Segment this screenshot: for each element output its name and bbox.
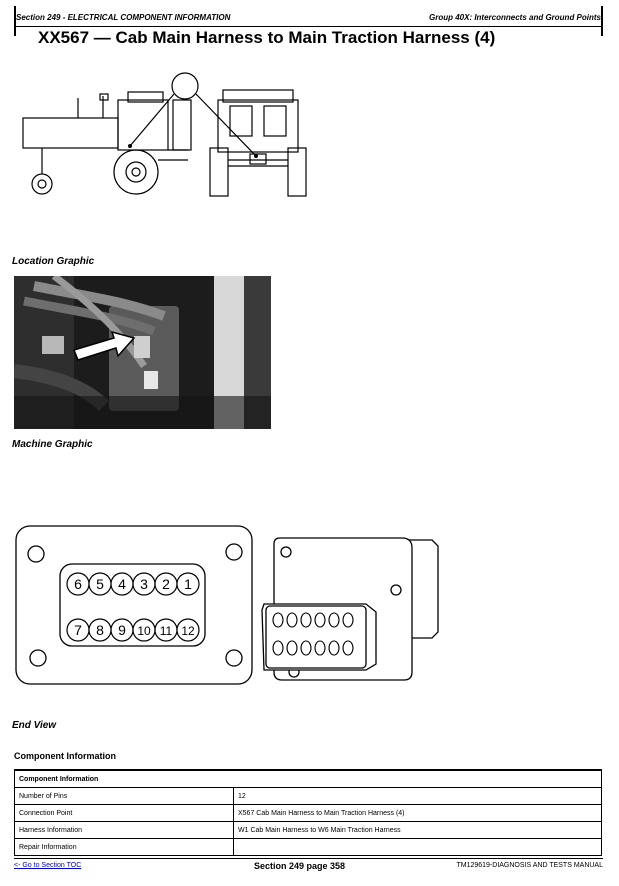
location-graphic-label: Location Graphic <box>12 256 95 267</box>
connector-end-view: 6 5 4 3 2 1 7 8 9 10 11 12 <box>15 525 439 685</box>
row-key: Repair Information <box>14 838 234 856</box>
svg-text:10: 10 <box>137 624 151 638</box>
page-title: XX567 — Cab Main Harness to Main Tractio… <box>38 28 496 47</box>
svg-text:7: 7 <box>74 622 82 638</box>
section-toc-link[interactable]: <- Go to Section TOC <box>14 862 82 869</box>
pin-5: 5 <box>88 572 112 596</box>
pin-9: 9 <box>110 618 134 642</box>
row-key: Harness Information <box>14 821 234 839</box>
pin-8: 8 <box>88 618 112 642</box>
pin-12: 12 <box>176 618 200 642</box>
svg-text:11: 11 <box>160 624 173 638</box>
pin-11: 11 <box>154 618 178 642</box>
table-row: Harness Information W1 Cab Main Harness … <box>14 821 602 839</box>
pin-1: 1 <box>176 572 200 596</box>
header-left-bar <box>14 6 16 36</box>
machine-graphic-label: Machine Graphic <box>12 439 93 450</box>
table-row: Connection Point X567 Cab Main Harness t… <box>14 804 602 822</box>
end-view-label: End View <box>12 720 57 731</box>
row-value <box>233 838 602 856</box>
table-row: Repair Information <box>14 838 602 856</box>
row-value: W1 Cab Main Harness to W6 Main Traction … <box>233 821 602 839</box>
pin-3: 3 <box>132 572 156 596</box>
svg-text:5: 5 <box>96 576 104 592</box>
pin-4: 4 <box>110 572 134 596</box>
svg-text:6: 6 <box>74 576 82 592</box>
pin-6: 6 <box>66 572 90 596</box>
component-info-table: Component Information Number of Pins 12 … <box>14 769 602 856</box>
pin-10: 10 <box>132 618 156 642</box>
header-group: Group 40X: Interconnects and Ground Poin… <box>428 13 601 22</box>
svg-text:4: 4 <box>118 576 126 592</box>
svg-text:8: 8 <box>96 622 104 638</box>
pin-top-row: 6 5 4 3 2 1 <box>66 572 200 596</box>
pin-7: 7 <box>66 618 90 642</box>
table-header: Component Information <box>14 769 602 788</box>
pin-bottom-row: 7 8 9 10 11 12 <box>66 618 200 642</box>
component-info-heading: Component Information <box>14 751 116 761</box>
svg-text:3: 3 <box>140 576 148 592</box>
row-value: X567 Cab Main Harness to Main Traction H… <box>233 804 602 822</box>
svg-text:9: 9 <box>118 622 126 638</box>
table-header-row: Component Information <box>14 769 602 788</box>
machine-overview-illustration <box>22 72 307 197</box>
manual-name: TM129619-DIAGNOSIS AND TESTS MANUAL <box>456 862 603 869</box>
header-section: Section 249 - ELECTRICAL COMPONENT INFOR… <box>16 13 231 22</box>
row-key: Connection Point <box>14 804 234 822</box>
svg-text:1: 1 <box>184 576 192 592</box>
page-footer: <- Go to Section TOC Section 249 page 35… <box>14 858 603 873</box>
svg-text:2: 2 <box>162 576 170 592</box>
table-row: Number of Pins 12 <box>14 787 602 805</box>
location-photo <box>14 276 271 429</box>
page-header: Section 249 - ELECTRICAL COMPONENT INFOR… <box>14 10 603 27</box>
header-right-bar <box>601 6 603 36</box>
row-key: Number of Pins <box>14 787 234 805</box>
row-value: 12 <box>233 787 602 805</box>
connector-isometric <box>261 537 439 681</box>
page-number: Section 249 page 358 <box>254 861 346 871</box>
svg-text:12: 12 <box>181 624 195 638</box>
pin-2: 2 <box>154 572 178 596</box>
